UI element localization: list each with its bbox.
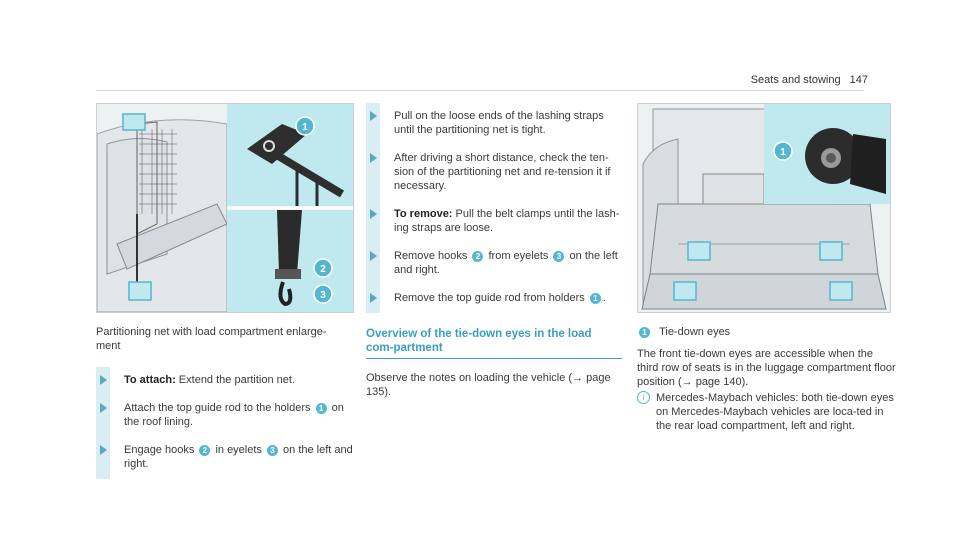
step-attach-3: Engage hooks 2 in eyelets 3 on the left … bbox=[96, 437, 358, 479]
step-arrow-icon bbox=[100, 445, 107, 455]
step-check-tension: After driving a short distance, check th… bbox=[366, 145, 622, 201]
running-header: Seats and stowing 147 bbox=[751, 74, 868, 86]
callout-badge: 1 bbox=[589, 292, 601, 304]
step-text: Attach the top guide rod to the holders bbox=[124, 402, 314, 414]
step-remove-3: Remove the top guide rod from holders 1. bbox=[366, 285, 622, 313]
figure-caption: Partitioning net with load compartment e… bbox=[96, 326, 327, 352]
step-text: on the roof lining. bbox=[124, 402, 344, 428]
load-compartment-drawing: 1 bbox=[638, 104, 890, 312]
step-arrow-icon bbox=[370, 209, 377, 219]
section-heading: Overview of the tie-down eyes in the loa… bbox=[366, 328, 592, 354]
section-name: Seats and stowing bbox=[750, 74, 841, 86]
svg-text:1: 1 bbox=[302, 122, 308, 133]
partition-net-illustration: 1 2 3 bbox=[96, 103, 354, 313]
step-text: Pull on the loose ends of the lashing st… bbox=[394, 110, 604, 136]
section-rule bbox=[366, 358, 622, 359]
column-left: Partitioning net with load compartment e… bbox=[96, 325, 358, 479]
step-arrow-icon bbox=[100, 375, 107, 385]
step-arrow-icon bbox=[100, 403, 107, 413]
load-compartment-illustration: 1 bbox=[637, 103, 891, 313]
step-text: Pull the belt clamps until the lash-ing … bbox=[394, 208, 620, 234]
step-attach-2: Attach the top guide rod to the holders … bbox=[96, 395, 358, 437]
accessibility-paragraph: The front tie-down eyes are accessible w… bbox=[637, 348, 896, 388]
cross-reference-note[interactable]: Observe the notes on loading the vehicle… bbox=[366, 372, 611, 398]
callout-1-fig2: 1 bbox=[773, 141, 793, 161]
column-right: 1 Tie-down eyes The front tie-down eyes … bbox=[637, 325, 897, 433]
callout-badge: 1 bbox=[315, 402, 327, 414]
step-arrow-icon bbox=[370, 111, 377, 121]
callout-badge: 1 bbox=[639, 326, 650, 338]
legend-item: 1 Tie-down eyes bbox=[637, 325, 897, 339]
step-text: . bbox=[602, 292, 606, 304]
step-text: on the left and right. bbox=[124, 444, 353, 470]
callout-3-fig1: 3 bbox=[313, 284, 333, 304]
callout-badge: 2 bbox=[472, 250, 484, 262]
page-number: 147 bbox=[849, 74, 868, 86]
step-heading-attach: To attach: bbox=[124, 374, 176, 386]
step-remove-1: To remove: Pull the belt clamps until th… bbox=[366, 201, 622, 243]
step-arrow-icon bbox=[370, 251, 377, 261]
info-icon: i bbox=[637, 391, 650, 404]
info-note-text: Mercedes-Maybach vehicles: both tie-down… bbox=[656, 392, 894, 432]
svg-text:2: 2 bbox=[320, 264, 326, 275]
callout-badge: 2 bbox=[199, 444, 211, 456]
reference-arrow-icon: → bbox=[681, 376, 693, 388]
step-text: After driving a short distance, check th… bbox=[394, 152, 611, 192]
step-attach-1: To attach: Extend the partition net. bbox=[96, 367, 358, 395]
step-tighten: Pull on the loose ends of the lashing st… bbox=[366, 103, 622, 145]
callout-badge: 3 bbox=[553, 250, 565, 262]
step-text: on the left and right. bbox=[394, 250, 618, 276]
step-heading-remove: To remove: bbox=[394, 208, 453, 220]
svg-text:1: 1 bbox=[780, 147, 786, 158]
step-text: from eyelets bbox=[485, 250, 552, 262]
step-remove-2: Remove hooks 2 from eyelets 3 on the lef… bbox=[366, 243, 622, 285]
column-middle: Pull on the loose ends of the lashing st… bbox=[366, 103, 622, 399]
callout-badge: 3 bbox=[266, 444, 278, 456]
legend-label: Tie-down eyes bbox=[659, 326, 731, 338]
svg-text:3: 3 bbox=[320, 290, 326, 301]
step-arrow-icon bbox=[370, 153, 377, 163]
header-rule bbox=[96, 90, 864, 91]
info-note: i Mercedes-Maybach vehicles: both tie-do… bbox=[637, 391, 897, 433]
callout-1-fig1: 1 bbox=[295, 116, 315, 136]
reference-arrow-icon: → bbox=[572, 372, 584, 384]
callout-2-fig1: 2 bbox=[313, 258, 333, 278]
step-text: Engage hooks bbox=[124, 444, 198, 456]
step-text: Remove hooks bbox=[394, 250, 471, 262]
step-text: Extend the partition net. bbox=[175, 374, 295, 386]
partition-net-drawing: 1 2 3 bbox=[97, 104, 353, 312]
step-text: Remove the top guide rod from holders bbox=[394, 292, 588, 304]
step-arrow-icon bbox=[370, 293, 377, 303]
step-text: in eyelets bbox=[212, 444, 265, 456]
